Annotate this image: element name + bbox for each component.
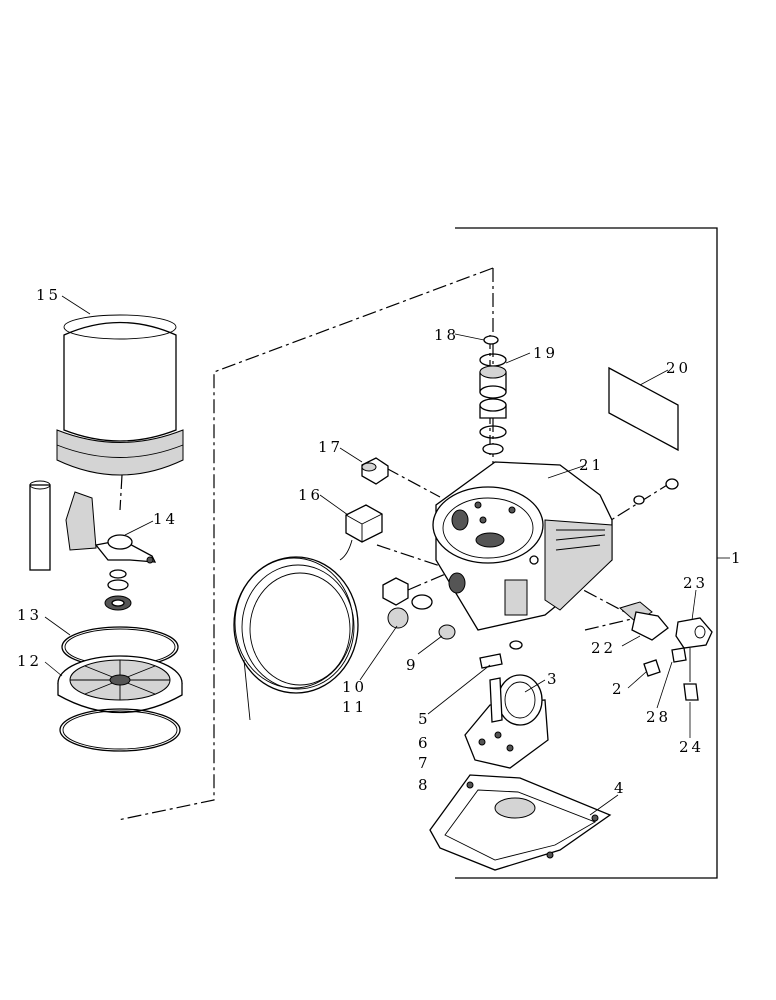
callout-12: 12 (17, 652, 42, 670)
callout-7: 7 (418, 754, 431, 772)
fitting-9 (438, 624, 456, 640)
callout-11: 11 (342, 698, 367, 716)
callout-22: 22 (591, 639, 616, 657)
callout-labels: 1 15 14 13 12 18 19 20 17 16 21 9 10 11 … (17, 286, 744, 797)
callout-14: 14 (153, 510, 178, 528)
alignment-lines (119, 335, 691, 651)
callout-2: 2 (612, 680, 625, 698)
callout-21: 21 (579, 456, 604, 474)
stirring-paddle (65, 491, 157, 564)
pump-element (618, 601, 669, 641)
callout-16: 16 (298, 486, 323, 504)
washers-right (633, 478, 679, 505)
callout-23: 23 (683, 574, 708, 592)
assembly-bracket (455, 227, 730, 879)
callout-17: 17 (318, 438, 343, 456)
callout-5: 5 (418, 710, 431, 728)
fitting-10 (382, 577, 433, 629)
o-ring-lower (59, 708, 181, 752)
grease-fitting-24 (683, 648, 699, 701)
follower-plate (57, 655, 183, 714)
callout-9: 9 (406, 656, 419, 674)
pump-housing (432, 461, 613, 631)
callout-15: 15 (36, 286, 61, 304)
follower-tube (29, 480, 51, 571)
callout-28: 28 (646, 708, 671, 726)
leader-lines (44, 295, 697, 816)
motor-unit (464, 674, 549, 769)
callout-24: 24 (679, 738, 704, 756)
callout-13: 13 (17, 606, 42, 624)
bearing-stack (104, 569, 132, 611)
callout-18: 18 (434, 326, 459, 344)
bushing-stack (479, 335, 507, 455)
callout-10: 10 (342, 678, 367, 696)
screw-5 (479, 640, 523, 669)
reservoir-cover (56, 314, 184, 476)
plug-17 (361, 457, 389, 485)
connector-cable (233, 504, 383, 721)
callout-4: 4 (614, 779, 627, 797)
callout-6: 6 (418, 734, 431, 752)
phantom-boundary (117, 267, 494, 821)
callout-8: 8 (418, 776, 431, 794)
nipple-28 (671, 647, 687, 663)
label-plate (608, 366, 679, 452)
callout-1: 1 (731, 549, 744, 567)
base-plate (429, 774, 612, 871)
plug-2 (643, 659, 661, 677)
callout-19: 19 (533, 344, 558, 362)
callout-20: 20 (666, 359, 691, 377)
tee-fitting (675, 617, 713, 649)
callout-3: 3 (547, 670, 560, 688)
